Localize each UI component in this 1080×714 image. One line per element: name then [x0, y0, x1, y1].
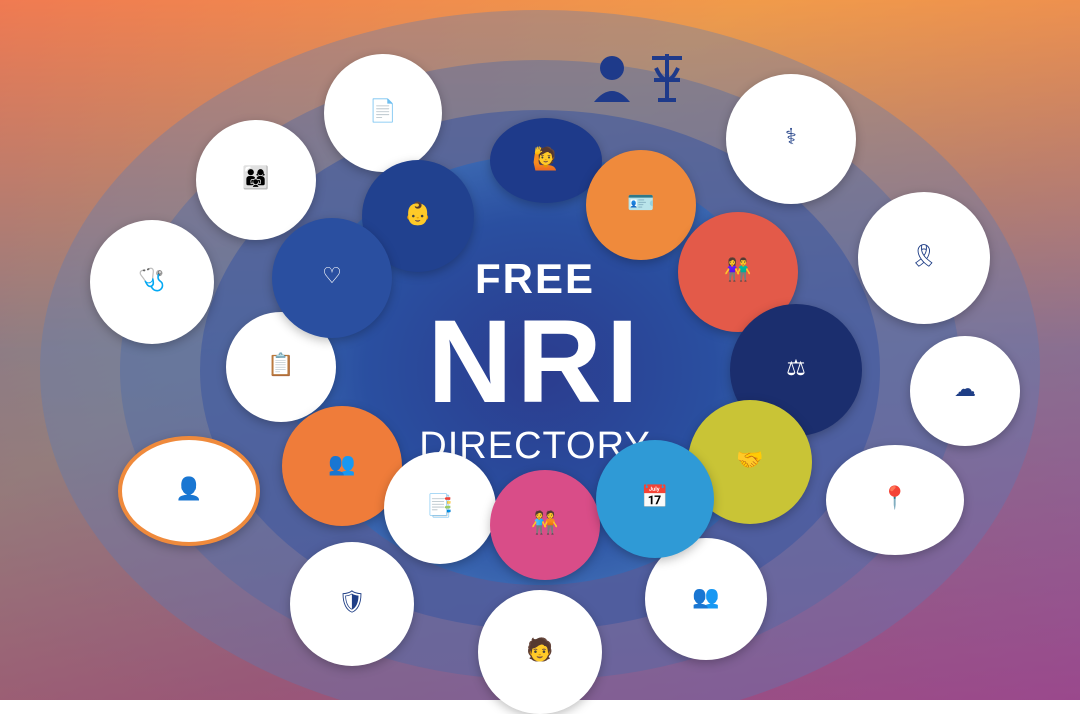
person-icon: 👶	[404, 201, 432, 226]
map-pin-icon: 📍	[881, 485, 909, 510]
calendar-icon: 📅	[641, 484, 669, 509]
node-top[interactable]: 📄	[324, 54, 442, 172]
node-right-1[interactable]: 🎗	[858, 192, 990, 324]
node-inner-navy-top[interactable]: 🙋	[490, 118, 602, 203]
group-icon: 👥	[328, 451, 356, 476]
title-free: FREE	[474, 255, 595, 302]
person-icon: 🧑‍🤝‍🧑	[531, 510, 559, 535]
node-left-1[interactable]: 🩺	[90, 220, 214, 344]
person-icon	[594, 54, 682, 102]
node-bottom-left[interactable]: 🛡	[290, 542, 414, 666]
heart-icon: ♡	[322, 263, 342, 288]
node-bottom[interactable]: 🧑	[478, 590, 602, 714]
node-right-3[interactable]: 📍	[826, 445, 964, 555]
family-icon: 👨‍👩‍👧	[242, 165, 270, 190]
document-icon: 📑	[426, 493, 454, 518]
node-bottom-right[interactable]: 👥	[645, 538, 767, 660]
stethoscope-icon: 🩺	[138, 267, 166, 292]
center-title: FREE NRI DIRECTORY	[380, 255, 690, 468]
caduceus-icon: ⚕	[785, 124, 797, 149]
node-upper-left[interactable]: 👨‍👩‍👧	[196, 120, 316, 240]
node-inner-orange-left[interactable]: 👥	[282, 406, 402, 526]
handshake-icon: 🤝	[736, 447, 764, 472]
top-figure	[592, 52, 702, 112]
node-inner-pink[interactable]: 🧑‍🤝‍🧑	[490, 470, 600, 580]
cloud-icon: ☁	[954, 376, 976, 401]
shield-icon: 🛡	[338, 589, 366, 614]
node-right-2[interactable]: ☁	[910, 336, 1020, 446]
node-left-orange[interactable]: 👤	[118, 436, 260, 546]
family-icon: 👫	[724, 257, 752, 282]
person-icon: 🙋	[532, 145, 560, 171]
node-top-right[interactable]: ⚕	[726, 74, 856, 204]
document-icon: 📄	[369, 98, 397, 123]
people-icon: 👥	[692, 584, 720, 609]
node-inner-teal[interactable]: 📅	[596, 440, 714, 558]
id-card-icon: 🪪	[627, 190, 655, 215]
heart-ribbon-icon: 🎗	[910, 243, 938, 268]
scales-icon: ⚖	[786, 355, 806, 380]
person-icon: 🧑	[526, 637, 554, 662]
node-inner-navy-left[interactable]: ♡	[272, 218, 392, 338]
title-nri: NRI	[427, 296, 643, 428]
user-icon: 👤	[175, 476, 203, 501]
node-inner-orange[interactable]: 🪪	[586, 150, 696, 260]
checklist-icon: 📋	[267, 352, 295, 377]
node-inner-white[interactable]: 📑	[384, 452, 496, 564]
